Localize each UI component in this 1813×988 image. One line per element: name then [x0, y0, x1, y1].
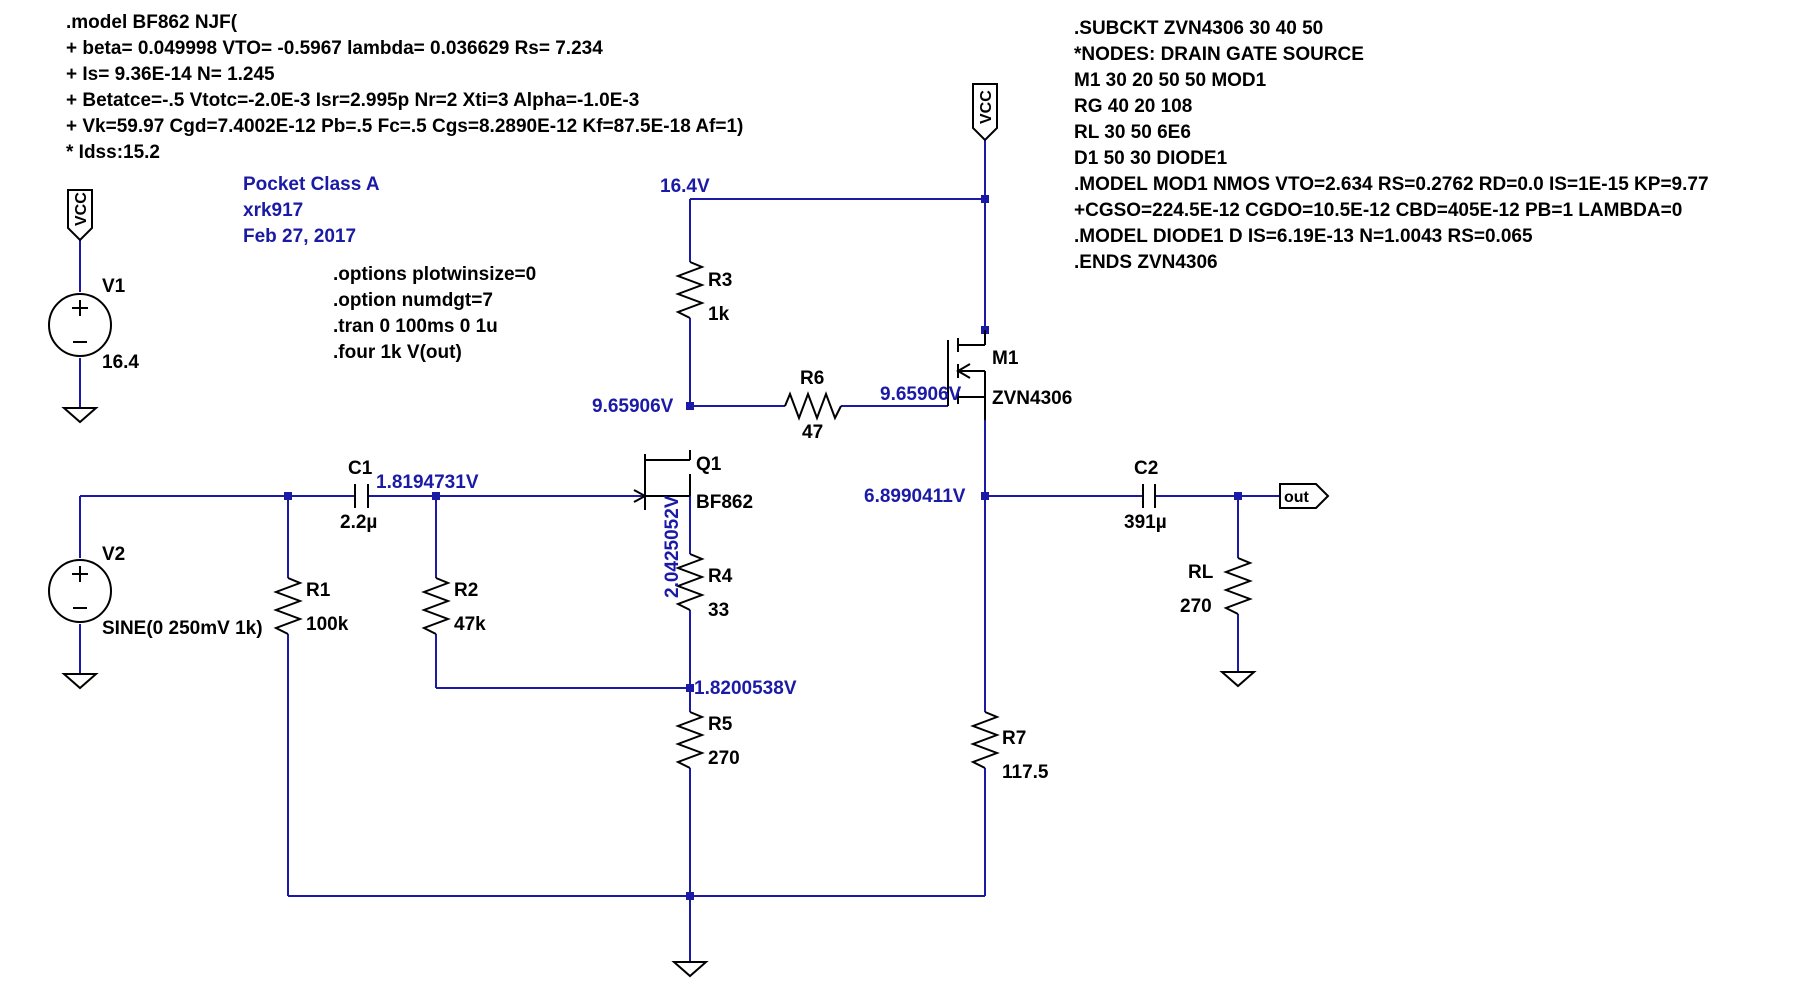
resistor-r6: R6 47: [784, 368, 842, 443]
r3-name: R3: [708, 270, 732, 291]
junction-dot: [686, 402, 694, 410]
subckt-line-10: .ENDS ZVN4306: [1074, 252, 1218, 273]
subckt-line-6: D1 50 30 DIODE1: [1074, 148, 1228, 169]
junction-dot: [686, 684, 694, 692]
voltage-supply: 16.4V: [660, 176, 710, 197]
ground-icon: [1219, 671, 1257, 688]
c1-value: 2.2µ: [340, 512, 377, 533]
voltage-source-v1: V1 16.4: [48, 276, 139, 373]
m1-name: M1: [992, 348, 1019, 369]
model-line-6: * Idss:15.2: [66, 142, 160, 163]
out-label: out: [1284, 489, 1310, 506]
c2-value: 391µ: [1124, 512, 1167, 533]
model-line-2: + beta= 0.049998 VTO= -0.5967 lambda= 0.…: [66, 38, 603, 59]
voltage-r4-bottom: 1.8200538V: [694, 678, 797, 699]
subckt-text: .SUBCKT ZVN4306 30 40 50 *NODES: DRAIN G…: [1074, 18, 1709, 273]
v2-name: V2: [102, 544, 125, 565]
junction-dot: [432, 492, 440, 500]
subckt-line-5: RL 30 50 6E6: [1074, 122, 1191, 143]
q1-value: BF862: [696, 492, 753, 513]
junction-dot: [686, 892, 694, 900]
r1-value: 100k: [306, 614, 349, 635]
rl-value: 270: [1180, 596, 1212, 617]
r1-name: R1: [306, 580, 331, 601]
directive-3: .tran 0 100ms 0 1u: [333, 316, 498, 337]
r4-name: R4: [708, 566, 733, 587]
vcc-label: VCC: [73, 192, 90, 226]
r7-name: R7: [1002, 728, 1026, 749]
r2-name: R2: [454, 580, 478, 601]
capacitor-c2: C2 391µ: [1124, 458, 1167, 533]
subckt-line-1: .SUBCKT ZVN4306 30 40 50: [1074, 18, 1323, 39]
mosfet-m1: M1 ZVN4306: [947, 330, 1072, 420]
subckt-line-2: *NODES: DRAIN GATE SOURCE: [1074, 44, 1364, 65]
model-line-5: + Vk=59.97 Cgd=7.4002E-12 Pb=.5 Fc=.5 Cg…: [66, 116, 743, 137]
bf862-model-text: .model BF862 NJF( + beta= 0.049998 VTO= …: [66, 12, 743, 163]
q1-name: Q1: [696, 454, 722, 475]
capacitor-c1: C1 2.2µ: [340, 458, 377, 533]
model-line-1: .model BF862 NJF(: [66, 12, 238, 33]
r5-name: R5: [708, 714, 733, 735]
vcc-flag-right: VCC: [972, 83, 998, 142]
resistor-r5: R5 270: [675, 711, 740, 769]
spice-directives: .options plotwinsize=0 .option numdgt=7 …: [333, 264, 536, 363]
junction-dot: [981, 195, 989, 203]
v2-value: SINE(0 250mV 1k): [102, 618, 263, 639]
c2-name: C2: [1134, 458, 1158, 479]
jfet-q1: Q1 BF862: [633, 450, 753, 513]
ground-icon: [61, 407, 99, 424]
rl-name: RL: [1188, 562, 1214, 583]
resistor-r2: R2 47k: [421, 577, 486, 635]
junction-dot: [981, 492, 989, 500]
r4-value: 33: [708, 600, 729, 621]
subckt-line-7: .MODEL MOD1 NMOS VTO=2.634 RS=0.2762 RD=…: [1074, 174, 1709, 195]
node-voltages: 16.4V 9.65906V 9.65906V 1.8194731V 2.042…: [376, 176, 966, 699]
r6-value: 47: [802, 422, 823, 443]
ground-icon: [61, 673, 99, 690]
voltage-source-v2: V2 SINE(0 250mV 1k): [48, 544, 263, 639]
comment-notes: Pocket Class A xrk917 Feb 27, 2017: [243, 174, 380, 247]
directive-2: .option numdgt=7: [333, 290, 493, 311]
voltage-m1-gate: 9.65906V: [880, 384, 962, 405]
voltage-q1-gate: 1.8194731V: [376, 472, 479, 493]
directive-1: .options plotwinsize=0: [333, 264, 536, 285]
voltage-output-node: 6.8990411V: [864, 486, 966, 507]
vcc-label: VCC: [978, 90, 995, 124]
resistor-r1: R1 100k: [273, 577, 349, 635]
resistor-r3: R3 1k: [675, 261, 732, 325]
note-date: Feb 27, 2017: [243, 226, 356, 247]
model-line-3: + Is= 9.36E-14 N= 1.245: [66, 64, 275, 85]
subckt-line-4: RG 40 20 108: [1074, 96, 1192, 117]
junction-dot: [284, 492, 292, 500]
subckt-line-3: M1 30 20 50 50 MOD1: [1074, 70, 1267, 91]
wires: [79, 140, 1280, 962]
junction-dot: [1234, 492, 1242, 500]
voltage-q1-drain: 9.65906V: [592, 396, 674, 417]
resistor-r7: R7 117.5: [970, 711, 1049, 783]
voltage-q1-source: 2.0425052V: [662, 495, 683, 598]
v1-value: 16.4: [102, 352, 139, 373]
subckt-line-8: +CGSO=224.5E-12 CGDO=10.5E-12 CBD=405E-1…: [1074, 200, 1682, 221]
ground-icon: [671, 961, 709, 978]
resistor-rl: RL 270: [1180, 557, 1253, 617]
subckt-line-9: .MODEL DIODE1 D IS=6.19E-13 N=1.0043 RS=…: [1074, 226, 1533, 247]
directive-4: .four 1k V(out): [333, 342, 462, 363]
r2-value: 47k: [454, 614, 486, 635]
r6-name: R6: [800, 368, 824, 389]
out-flag: out: [1279, 483, 1330, 509]
note-title: Pocket Class A: [243, 174, 380, 195]
model-line-4: + Betatce=-.5 Vtotc=-2.0E-3 Isr=2.995p N…: [66, 90, 639, 111]
vcc-flag-left: VCC: [67, 189, 93, 242]
v1-name: V1: [102, 276, 126, 297]
resistor-r4: R4 33: [675, 553, 733, 621]
r3-value: 1k: [708, 304, 730, 325]
r5-value: 270: [708, 748, 740, 769]
note-author: xrk917: [243, 200, 303, 221]
r7-value: 117.5: [1002, 762, 1049, 783]
c1-name: C1: [348, 458, 373, 479]
m1-value: ZVN4306: [992, 388, 1072, 409]
